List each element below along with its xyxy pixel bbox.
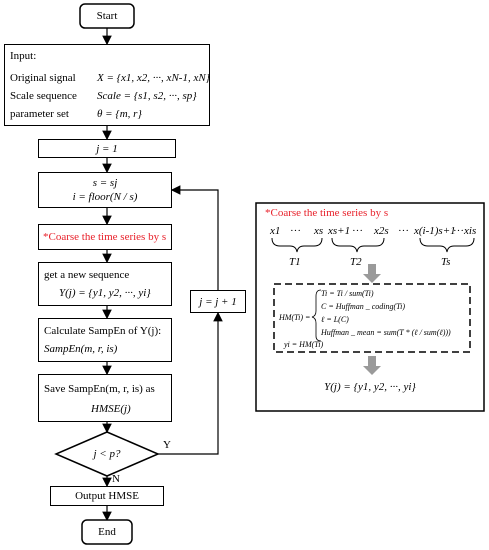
scale-line-2: i = floor(N / s) <box>72 191 138 203</box>
series-x2s: x2s <box>374 225 389 237</box>
scale-box: s = sj i = floor(N / s) <box>38 172 172 208</box>
decision-diamond <box>54 431 160 477</box>
coarse-box: *Coarse the time series by s <box>38 224 172 250</box>
hm-line-3: ℓ = L(C) <box>321 315 349 324</box>
input-label-original-signal: Original signal <box>10 72 76 84</box>
calculate-line-1: Calculate SampEn of Y(j): <box>44 325 162 337</box>
series-dots-4: ··· <box>453 225 464 237</box>
brace-ts <box>419 237 475 253</box>
brace-t1 <box>271 237 323 253</box>
series-xi1s1: x(i-1)s+1 <box>414 225 456 237</box>
sequence-box: get a new sequence Y(j) = {y1, y2, ···, … <box>38 262 172 306</box>
sequence-line-1: get a new sequence <box>44 269 130 281</box>
scale-line-1: s = sj <box>92 177 118 189</box>
hm-line-1: Ti = Ti / sum(Ti) <box>321 289 374 298</box>
calculate-box: Calculate SampEn of Y(j): SampEn(m, r, i… <box>38 318 172 362</box>
decision-yes-label: Y <box>163 439 171 451</box>
decision-label: j < p? <box>93 448 121 460</box>
increment-box: j = j + 1 <box>190 290 246 313</box>
hm-line-2: C = Huffman _ coding(Ti) <box>321 302 406 311</box>
input-label-parameter-set: parameter set <box>10 108 69 120</box>
save-line-1: Save SampEn(m, r, is) as <box>44 383 155 395</box>
end-label: End <box>98 526 116 538</box>
input-label-scale-sequence: Scale sequence <box>10 90 77 102</box>
segment-t1: T1 <box>289 256 301 268</box>
input-expr-original-signal: X = {x1, x2, ···, xN-1, xN} <box>97 72 211 84</box>
yi-line: yi = HM(Ti) <box>284 340 324 349</box>
segment-ts: Ts <box>441 256 451 268</box>
output-label: Output HMSE <box>75 490 139 502</box>
sequence-line-2: Y(j) = {y1, y2, ···, yi} <box>59 287 151 299</box>
series-dots-2: ··· <box>352 225 363 237</box>
save-box: Save SampEn(m, r, is) as HMSE(j) <box>38 374 172 422</box>
start-label: Start <box>96 10 118 22</box>
input-expr-parameter-set: θ = {m, r} <box>97 108 142 120</box>
segment-t2: T2 <box>350 256 362 268</box>
decision-no-label: N <box>112 473 120 485</box>
output-box: Output HMSE <box>50 486 164 506</box>
input-expr-scale-sequence: Scale = {s1, s2, ···, sp} <box>97 90 197 102</box>
detail-panel-frame <box>255 202 485 412</box>
start-terminal <box>79 3 135 29</box>
input-box: Input: Original signal X = {x1, x2, ···,… <box>4 44 210 126</box>
end-terminal <box>81 519 133 545</box>
series-x1: x1 <box>270 225 281 237</box>
hm-line-4: Huffman _ mean = sum(T * (ℓ / sum(ℓ))) <box>321 328 451 337</box>
series-dots-3: ··· <box>398 225 409 237</box>
series-xs1: xs+1 <box>328 225 351 237</box>
init-label: j = 1 <box>96 143 118 155</box>
init-box: j = 1 <box>38 139 176 158</box>
coarse-label: *Coarse the time series by s <box>43 231 167 243</box>
series-xis: xis <box>464 225 477 237</box>
detail-title: *Coarse the time series by s <box>265 207 389 219</box>
hm-label: HM(Ti) = <box>279 313 311 322</box>
detail-result: Y(j) = {y1, y2, ···, yi} <box>324 381 416 393</box>
save-line-2: HMSE(j) <box>91 403 131 415</box>
series-dots-1: ··· <box>290 225 301 237</box>
gray-arrow-down-2 <box>363 356 381 375</box>
input-title: Input: <box>10 50 37 62</box>
increment-label: j = j + 1 <box>199 296 237 308</box>
calculate-line-2: SampEn(m, r, is) <box>44 343 118 355</box>
gray-arrow-down-1 <box>363 264 381 283</box>
brace-t2 <box>331 237 385 253</box>
series-xs: xs <box>314 225 324 237</box>
